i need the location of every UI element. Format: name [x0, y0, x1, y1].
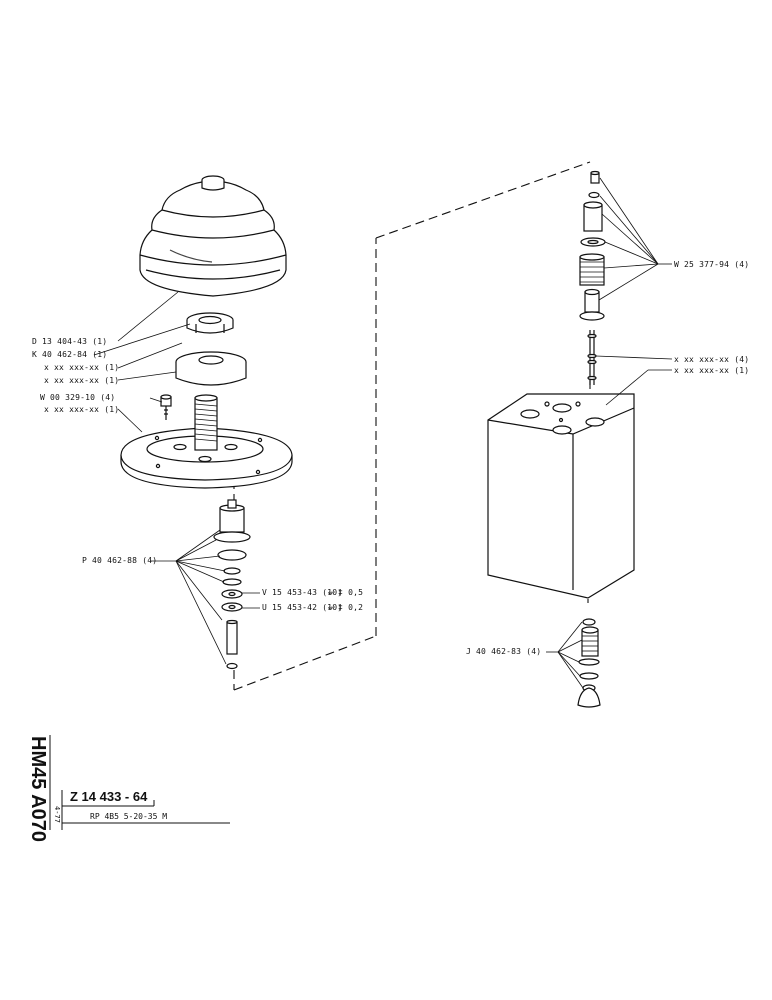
cover-disc: [175, 351, 247, 386]
callout-lower-stack: J 40 462-83 (4): [466, 647, 542, 656]
valve-body: [487, 393, 635, 599]
callout-pin: x xx xxx-xx (4): [674, 355, 750, 364]
callout-bellows: D 13 404-43 (1): [32, 337, 108, 346]
nut: [186, 312, 234, 334]
callout-screw: W 00 329-10 (4): [40, 393, 116, 402]
drawing-part-number: Z 14 433 - 64: [70, 789, 148, 804]
shim-05-thickness: ⇔ ‡ 0,5: [328, 588, 364, 597]
shim-02-thickness: ⇔ ‡ 0,2: [328, 603, 364, 612]
callout-flange: x xx xxx-xx (1): [44, 405, 120, 414]
callout-plunger-kit: P 40 462-88 (4): [82, 556, 158, 565]
right-upper-stack: [579, 170, 606, 385]
callout-nut: K 40 462-84 (1): [32, 350, 108, 359]
leader-lines: [93, 177, 673, 689]
callout-upper-stack: W 25 377-94 (4): [674, 260, 750, 269]
bellows: [139, 175, 287, 297]
right-lower-stack: [577, 618, 601, 708]
callout-disc-part-a: x xx xxx-xx (1): [44, 363, 120, 372]
drawing-side-code: HM45 A070: [27, 736, 49, 842]
drawing-date: 4-77: [53, 806, 61, 823]
callout-disc-part-b: x xx xxx-xx (1): [44, 376, 120, 385]
callout-shim-05: V 15 453-43 (10): [262, 588, 343, 597]
drawing-description: RP 4B5 5-20-35 M: [90, 812, 168, 821]
left-plunger-stack: [213, 499, 251, 670]
callout-shim-02: U 15 453-42 (10): [262, 603, 343, 612]
title-block: [49, 735, 230, 830]
base-flange: [120, 394, 293, 489]
screw: [160, 394, 172, 420]
callout-valve-body: x xx xxx-xx (1): [674, 366, 750, 375]
